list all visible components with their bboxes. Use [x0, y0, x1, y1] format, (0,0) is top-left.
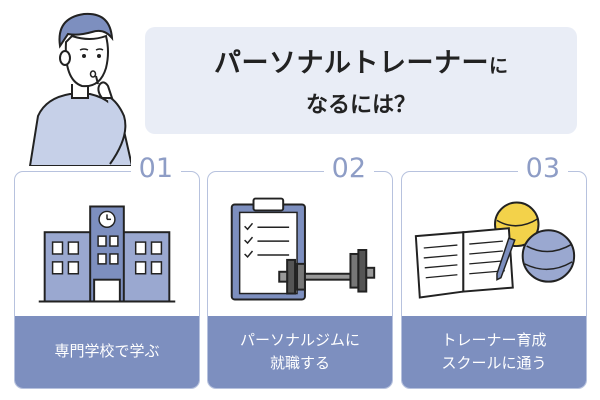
step-number: 02	[323, 153, 374, 184]
step-label-line: トレーナー育成	[441, 330, 547, 349]
step-number: 01	[130, 153, 181, 184]
title-banner: パーソナルトレーナーに なるには？	[145, 27, 577, 134]
clipboard-dumbbell-icon	[230, 197, 376, 301]
title-line-1: パーソナルトレーナーに	[145, 41, 577, 80]
step-card-2: 02 パーソナルジムに 就職する	[207, 153, 393, 389]
step-label-line: スクールに通う	[441, 354, 547, 372]
step-label: パーソナルジムに 就職する	[208, 316, 392, 388]
title-line-2: なるには？	[305, 93, 416, 118]
school-building-icon	[38, 205, 176, 303]
step-label: トレーナー育成 スクールに通う	[402, 316, 586, 388]
step-number: 03	[517, 153, 568, 184]
step-card-1: 01 専門学校で学ぶ	[14, 153, 200, 389]
notebook-fitness-ball-icon	[414, 201, 576, 299]
thinking-person-illustration	[28, 12, 134, 166]
step-label-line: 就職する	[269, 354, 330, 372]
step-card-3: 03 トレーナー育成 スクールに通う	[401, 153, 587, 389]
step-label-line: パーソナルジムに	[239, 330, 360, 349]
title-main: パーソナルトレーナー	[213, 48, 489, 79]
step-label-line: 専門学校で学ぶ	[54, 342, 160, 361]
step-label: 専門学校で学ぶ	[15, 316, 199, 388]
title-suffix: に	[488, 55, 508, 77]
